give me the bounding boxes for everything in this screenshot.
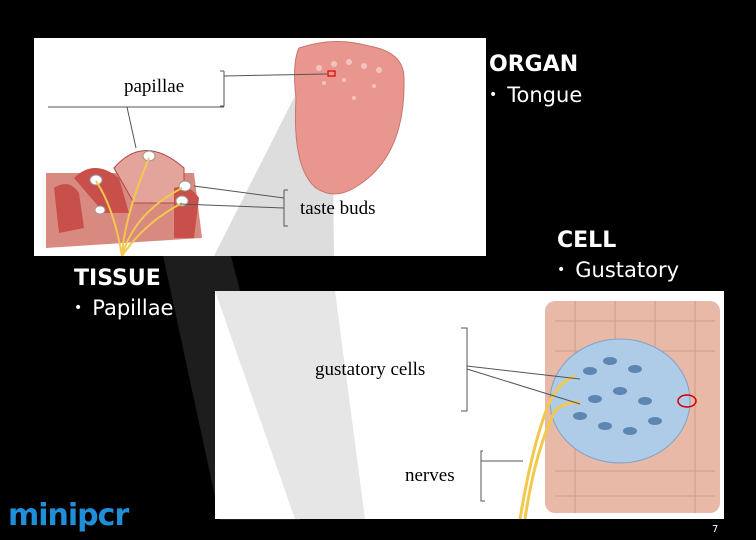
nerve-fibers — [518, 374, 581, 520]
organ-item: Tongue — [507, 83, 583, 107]
minipcr-logo: minipcr — [8, 498, 129, 533]
organ-heading: ORGAN — [489, 52, 579, 77]
organ-tissue-panel: papillae taste buds — [34, 38, 486, 257]
organ-bullet: •Tongue — [489, 83, 583, 107]
tongue-shape — [294, 40, 405, 195]
nerves-label: nerves — [405, 465, 455, 486]
nerve-fibers — [95, 157, 183, 257]
tongue-papillae-illustration — [46, 40, 405, 257]
tissue-heading: TISSUE — [74, 266, 161, 291]
papillae-label: papillae — [124, 76, 185, 97]
tissue-bullet: •Papillae — [74, 296, 174, 320]
tissue-item: Papillae — [92, 296, 174, 320]
taste-buds-label: taste buds — [300, 198, 376, 219]
cell-heading: CELL — [557, 228, 617, 253]
cell-panel: gustatory cells nerves — [215, 291, 724, 520]
cell-item: Gustatory — [575, 258, 680, 282]
page-number: 7 — [712, 524, 719, 535]
gustatory-cells-label: gustatory cells — [315, 359, 426, 380]
gustatory-cell-illustration — [215, 291, 720, 520]
cell-bullet: •Gustatory — [557, 258, 680, 282]
